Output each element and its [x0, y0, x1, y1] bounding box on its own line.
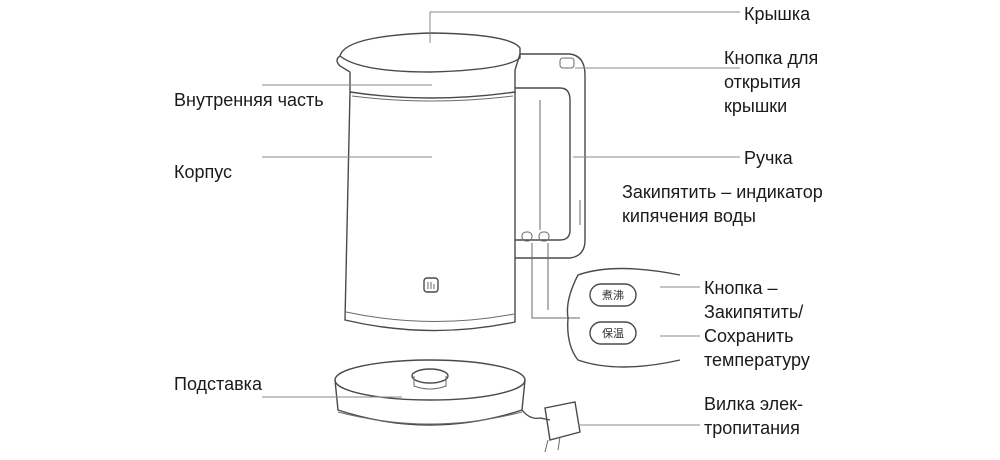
body-label: Корпус — [174, 162, 233, 182]
lid-button-label-line-2: открытия — [724, 72, 801, 92]
button-label-line-1: Кнопка – — [704, 278, 778, 298]
kettle-handle — [514, 53, 586, 259]
button-label-line-2: Закипятить/ — [704, 302, 804, 322]
buttons-callout: 煮沸 保温 — [531, 243, 681, 368]
lid-release-button-shape — [559, 57, 575, 69]
keep-warm-button-label: 保温 — [602, 326, 624, 340]
lid-button-label-line-1: Кнопка для — [724, 48, 819, 68]
button-label: Кнопка – Закипятить/ Сохранить температу… — [704, 276, 810, 372]
button-label-line-3: Сохранить — [704, 326, 794, 346]
inner-label: Внутренняя часть — [174, 90, 324, 110]
lid-label: Крышка — [744, 4, 811, 24]
kettle-body — [336, 32, 521, 332]
mi-logo-icon — [423, 277, 439, 293]
indicator-label-line-1: Закипятить – индикатор — [622, 182, 823, 202]
indicator-label: Закипятить – индикатор кипячения воды — [622, 180, 823, 228]
indicator-label-line-2: кипячения воды — [622, 206, 756, 226]
plug-label-line-1: Вилка элек- — [704, 394, 804, 414]
button-label-line-4: температуру — [704, 350, 810, 370]
handle-label: Ручка — [744, 148, 793, 168]
boil-button-label: 煮沸 — [602, 289, 624, 302]
base-label: Подставка — [174, 374, 262, 394]
lid-button-label: Кнопка для открытия крышки — [724, 46, 818, 118]
lid-button-label-line-3: крышки — [724, 96, 788, 116]
power-plug — [521, 401, 581, 453]
leader-lines — [262, 11, 740, 426]
kettle-base — [334, 359, 526, 426]
plug-label-line-2: тропитания — [704, 418, 800, 438]
plug-label: Вилка элек- тропитания — [704, 392, 803, 440]
